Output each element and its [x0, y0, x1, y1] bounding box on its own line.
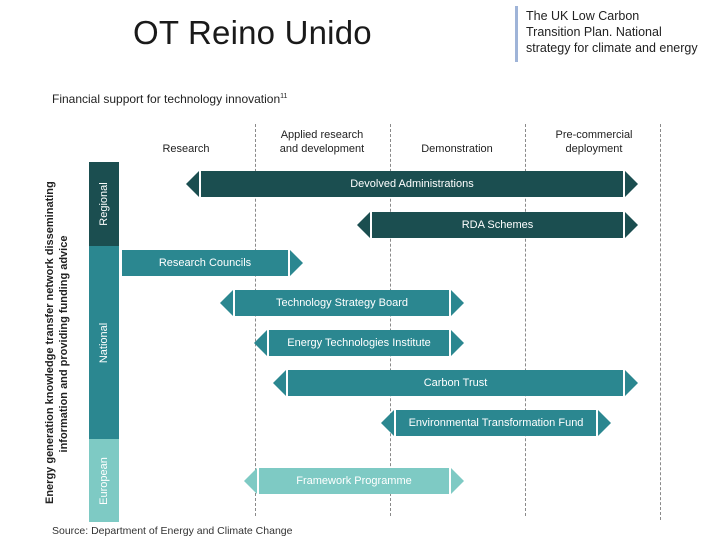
knowledge-network-label: Energy generation knowledge transfer net… — [43, 181, 71, 504]
stage-divider — [525, 124, 526, 516]
stage-research: Research — [162, 143, 210, 155]
stage-demonstration: Demonstration — [421, 143, 493, 155]
arrow-right-icon — [290, 250, 303, 276]
arrow-right-icon — [451, 290, 464, 316]
arrow-right-icon — [625, 171, 638, 197]
arrow-right-icon — [625, 370, 638, 396]
quote-bar — [515, 6, 518, 62]
quote-line: The UK Low Carbon — [526, 9, 640, 23]
stage-applied-research: Applied research and development — [279, 129, 365, 155]
bar-framework-programme: Framework Programme — [259, 468, 449, 494]
quote-line: Transition Plan. National — [526, 25, 662, 39]
arrow-right-icon — [451, 468, 464, 494]
stage-divider — [255, 124, 256, 516]
bar-devolved-administrations: Devolved Administrations — [201, 171, 623, 197]
source-quote: The UK Low Carbon Transition Plan. Natio… — [526, 8, 726, 56]
bar-technology-strategy-board: Technology Strategy Board — [235, 290, 449, 316]
arrow-left-icon — [220, 290, 233, 316]
bar-energy-technologies-institute: Energy Technologies Institute — [269, 330, 449, 356]
level-label: European — [98, 456, 110, 505]
arrow-right-icon — [625, 212, 638, 238]
arrow-left-icon — [244, 468, 257, 494]
figure-heading: Financial support for technology innovat… — [52, 92, 287, 106]
knowledge-network-line: information and providing funding advice — [58, 235, 70, 453]
slide-title: OT Reino Unido — [133, 14, 372, 51]
figure-source: Source: Department of Energy and Climate… — [52, 525, 293, 537]
level-band-national: National — [89, 246, 119, 439]
bar-research-councils: Research Councils — [122, 250, 288, 276]
arrow-right-icon — [451, 330, 464, 356]
stage-divider — [660, 124, 661, 520]
level-band-regional: Regional — [89, 162, 119, 246]
arrow-left-icon — [186, 171, 199, 197]
level-label: Regional — [98, 182, 110, 226]
stage-divider — [390, 124, 391, 516]
level-band-european: European — [89, 439, 119, 522]
arrow-right-icon — [598, 410, 611, 436]
bar-environmental-transformation-fund: Environmental Transformation Fund — [396, 410, 596, 436]
knowledge-network-line: Energy generation knowledge transfer net… — [44, 181, 56, 504]
bar-carbon-trust: Carbon Trust — [288, 370, 623, 396]
arrow-left-icon — [273, 370, 286, 396]
quote-line: strategy for climate and energy — [526, 41, 698, 55]
level-label: National — [98, 322, 110, 363]
figure-heading-ref: 11 — [280, 93, 288, 100]
bar-rda-schemes: RDA Schemes — [372, 212, 623, 238]
arrow-left-icon — [381, 410, 394, 436]
arrow-left-icon — [254, 330, 267, 356]
stage-pre-commercial: Pre-commercial deployment — [555, 129, 633, 155]
figure-heading-text: Financial support for technology innovat… — [52, 92, 281, 106]
arrow-left-icon — [357, 212, 370, 238]
